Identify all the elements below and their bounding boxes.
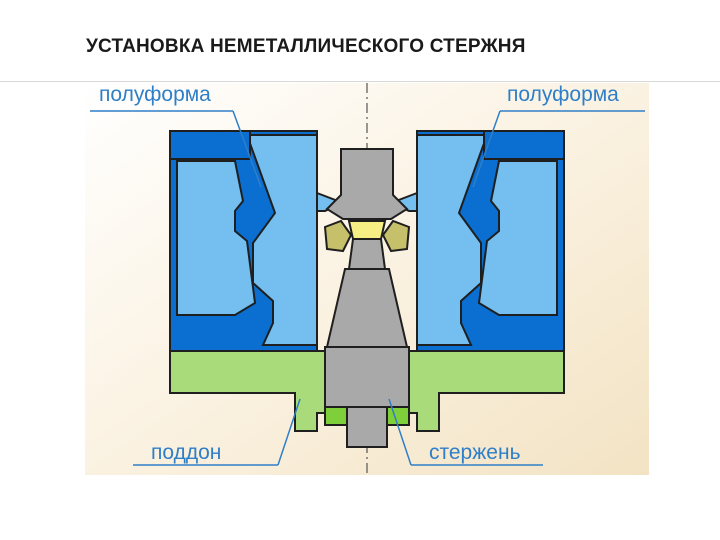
mold-right-shoulder [388,191,418,212]
diagram-svg: полуформа полуформа поддон стержень [85,83,649,475]
label-pallet: поддон [151,441,221,464]
mold-left-top-slab [169,130,251,160]
mold-left-shoulder [316,191,346,212]
mold-right-top-slab [483,130,565,160]
core-insert-middle [347,220,387,240]
leader-right-top-d [472,110,501,188]
mold-right-insert [416,134,489,346]
label-core: стержень [429,441,521,464]
leader-core-d [388,398,412,466]
core-installation-diagram: полуформа полуформа поддон стержень [85,83,649,475]
core-insert-right [381,219,411,253]
core-stem [346,406,388,448]
core-top-funnel [325,148,409,220]
leader-pallet-d [277,398,301,466]
mold-half-right [388,130,565,354]
title-divider [0,81,720,82]
core-neck [347,238,387,270]
core-lower-block [324,346,410,408]
slide-title: УСТАНОВКА НЕМЕТАЛЛИЧЕСКОГО СТЕРЖНЯ [86,36,526,57]
mold-left-cavity [176,160,257,316]
label-mold-half-right: полуформа [507,83,619,106]
core [323,148,411,448]
mold-right-cavity [477,160,558,316]
core-insert-left [323,219,353,253]
leader-left-top-d [232,110,262,188]
mold-left-insert [245,134,318,346]
label-mold-half-left: полуформа [99,83,211,106]
mold-half-left [169,130,346,354]
